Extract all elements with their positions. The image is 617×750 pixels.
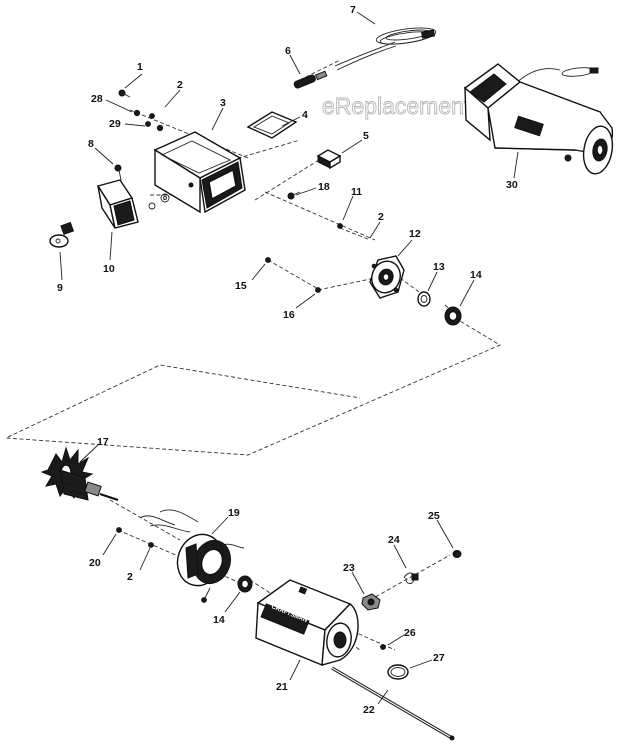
callout-3: 3 xyxy=(220,97,226,109)
callout-21: 21 xyxy=(276,681,288,693)
leader-lines xyxy=(59,11,519,705)
assembled-tool xyxy=(463,63,614,175)
callout-16: 16 xyxy=(283,309,295,321)
switch xyxy=(316,149,342,170)
callout-25: 25 xyxy=(428,510,440,522)
callout-8: 8 xyxy=(88,138,94,150)
callout-2-middle: 2 xyxy=(378,211,384,223)
screw-26 xyxy=(380,644,386,650)
screw-11 xyxy=(337,223,343,229)
trigger xyxy=(49,221,75,248)
callout-14-upper: 14 xyxy=(470,269,482,281)
callout-24: 24 xyxy=(388,534,400,546)
callout-10: 10 xyxy=(103,263,115,275)
screw-8 xyxy=(114,164,122,181)
callout-2-lower: 2 xyxy=(127,571,133,583)
field-assembly xyxy=(139,509,245,603)
callout-20: 20 xyxy=(89,557,101,569)
power-cord xyxy=(334,27,437,71)
callout-28: 28 xyxy=(91,93,103,105)
armature xyxy=(40,446,119,502)
switch-cover xyxy=(96,179,139,229)
handle-housing xyxy=(153,131,246,214)
callout-1: 1 xyxy=(137,61,143,73)
nut xyxy=(361,593,381,611)
callout-2-upper: 2 xyxy=(177,79,183,91)
callout-11: 11 xyxy=(351,186,362,198)
motor-housing: CRAFTSMAN xyxy=(255,579,359,667)
callout-6: 6 xyxy=(285,45,291,57)
callout-26: 26 xyxy=(404,627,416,639)
callout-9: 9 xyxy=(57,282,63,294)
shaft xyxy=(331,666,455,741)
bearing-14-upper xyxy=(444,306,462,326)
callout-19: 19 xyxy=(228,507,240,519)
nameplate xyxy=(246,111,298,139)
callout-12: 12 xyxy=(409,228,421,240)
strain-relief xyxy=(293,70,328,89)
screws-20-2-lower xyxy=(116,527,154,548)
screws-1-28-29 xyxy=(118,89,170,210)
bearing-14-lower xyxy=(237,575,253,593)
retaining-ring xyxy=(387,664,409,680)
callout-7: 7 xyxy=(350,4,356,16)
callout-labels: 1 2 3 4 5 6 7 8 9 10 11 12 13 14 15 16 1… xyxy=(57,4,518,716)
end-bell xyxy=(369,255,405,299)
brush-spring xyxy=(403,572,419,585)
callout-22: 22 xyxy=(363,704,375,716)
callout-4: 4 xyxy=(302,109,308,121)
callout-23: 23 xyxy=(343,562,355,574)
callout-5: 5 xyxy=(363,130,369,142)
washer-13 xyxy=(417,291,431,307)
callout-13: 13 xyxy=(433,261,445,273)
assembly-lines xyxy=(4,59,501,651)
callout-17: 17 xyxy=(97,436,109,448)
brush-cap xyxy=(452,550,462,558)
callout-27: 27 xyxy=(433,652,445,664)
callout-29: 29 xyxy=(109,118,121,130)
callout-14-lower: 14 xyxy=(213,614,225,626)
callout-30: 30 xyxy=(506,179,518,191)
screws-15-16 xyxy=(265,257,321,293)
callout-18: 18 xyxy=(318,181,330,193)
screw-18 xyxy=(287,191,301,200)
callout-15: 15 xyxy=(235,280,247,292)
